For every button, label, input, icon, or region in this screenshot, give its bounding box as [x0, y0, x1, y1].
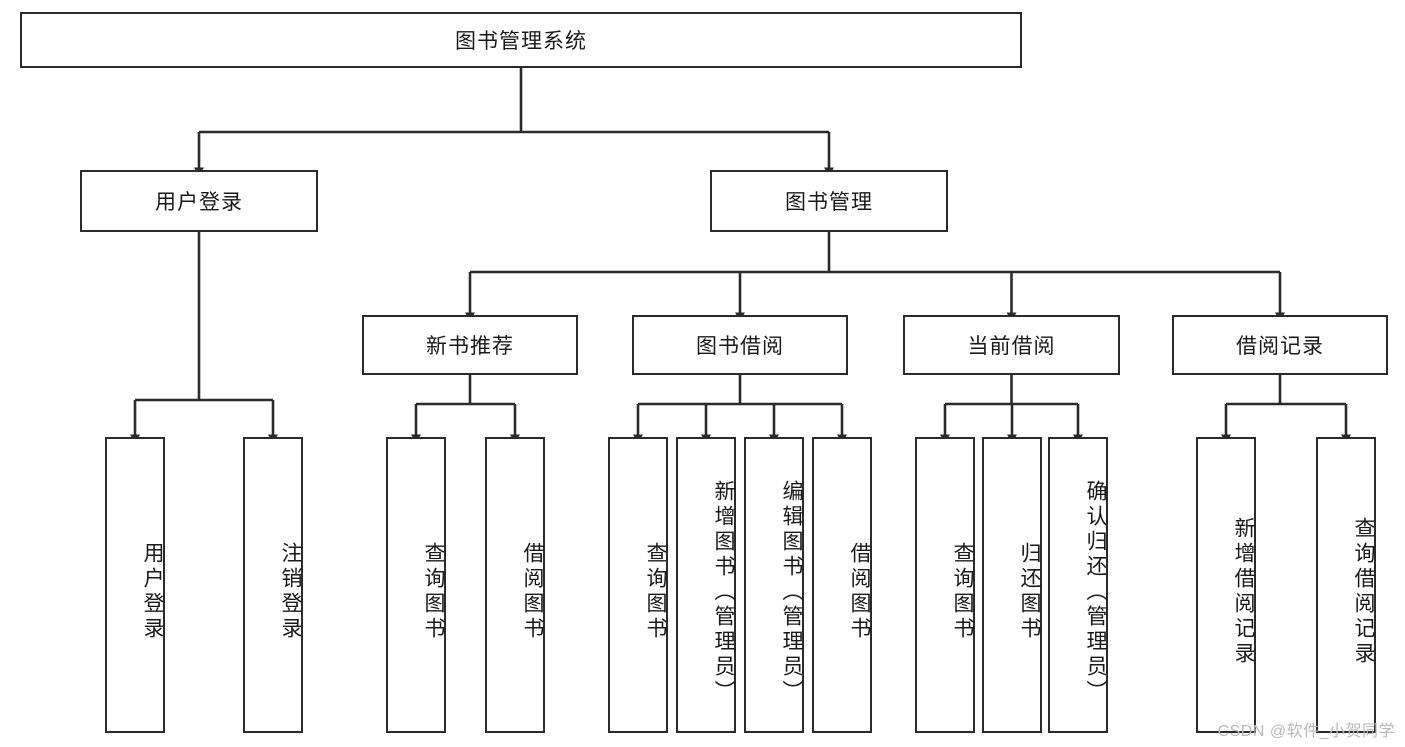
node-label: 归还图书 [1018, 542, 1041, 642]
node-lf_cur3[interactable]: 确认归还（管理员） [1048, 437, 1108, 733]
node-label: 借阅图书 [521, 542, 544, 642]
node-l2_book[interactable]: 图书管理 [710, 170, 948, 232]
node-label: 编辑图书（管理员） [780, 479, 803, 705]
node-lf_bor3[interactable]: 编辑图书（管理员） [744, 437, 804, 733]
node-label: 新书推荐 [426, 335, 514, 358]
node-l2_login[interactable]: 用户登录 [80, 170, 318, 232]
node-lf_login2[interactable]: 注销登录 [243, 437, 303, 733]
node-label: 查询图书 [422, 542, 445, 642]
node-lf_new1[interactable]: 查询图书 [386, 437, 446, 733]
node-lf_rec2[interactable]: 查询借阅记录 [1316, 437, 1376, 733]
node-lf_new2[interactable]: 借阅图书 [485, 437, 545, 733]
node-root[interactable]: 图书管理系统 [20, 12, 1022, 68]
node-label: 用户登录 [141, 542, 164, 642]
node-lf_bor4[interactable]: 借阅图书 [812, 437, 872, 733]
node-label: 图书管理 [785, 191, 873, 214]
node-l3_rec[interactable]: 借阅记录 [1172, 315, 1388, 375]
node-label: 图书借阅 [696, 335, 784, 358]
node-lf_cur2[interactable]: 归还图书 [982, 437, 1042, 733]
node-label: 当前借阅 [967, 335, 1056, 358]
node-label: 用户登录 [155, 191, 243, 214]
node-label: 新增图书（管理员） [712, 479, 735, 705]
node-label: 查询图书 [951, 542, 974, 642]
node-l3_borrow[interactable]: 图书借阅 [632, 315, 848, 375]
csdn-watermark: CSDN @软件_小贺同学 [1217, 723, 1395, 740]
node-lf_cur1[interactable]: 查询图书 [915, 437, 975, 733]
node-label: 借阅记录 [1236, 335, 1324, 358]
node-label: 确认归还（管理员） [1084, 479, 1107, 705]
node-lf_rec1[interactable]: 新增借阅记录 [1196, 437, 1256, 733]
node-label: 借阅图书 [848, 542, 871, 642]
node-label: 图书管理系统 [455, 30, 587, 53]
node-label: 查询借阅记录 [1352, 517, 1375, 667]
node-label: 注销登录 [279, 542, 302, 642]
node-label: 查询图书 [644, 542, 667, 642]
node-l3_new[interactable]: 新书推荐 [362, 315, 578, 375]
node-lf_bor2[interactable]: 新增图书（管理员） [676, 437, 736, 733]
node-lf_login1[interactable]: 用户登录 [105, 437, 165, 733]
node-lf_bor1[interactable]: 查询图书 [608, 437, 668, 733]
node-label: 新增借阅记录 [1232, 517, 1255, 667]
node-l3_cur[interactable]: 当前借阅 [903, 315, 1120, 375]
